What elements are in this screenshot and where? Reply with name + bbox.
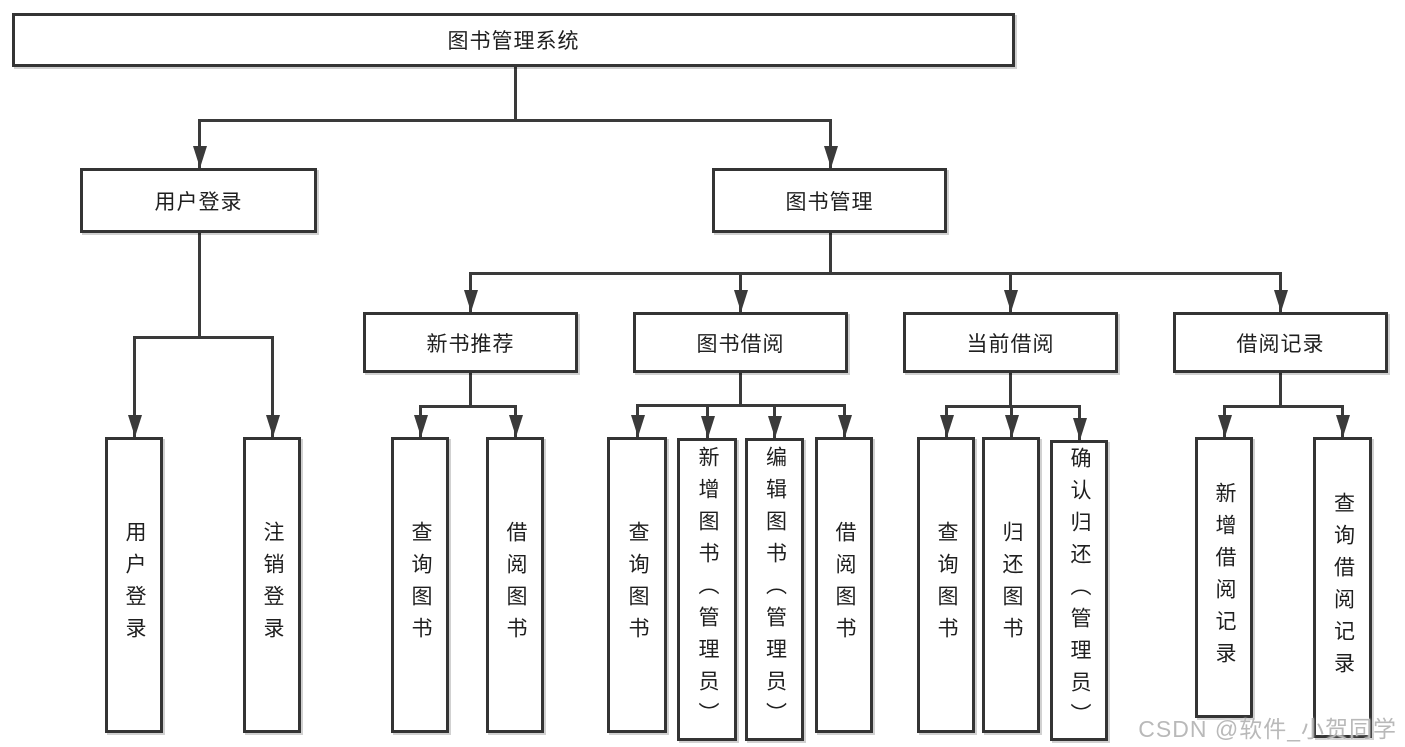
- leaf-edit-books-admin: 编辑图书（管理员）: [745, 438, 804, 741]
- arrowhead-down-icon: [940, 415, 954, 437]
- node-book-borrow-label: 图书借阅: [696, 332, 785, 356]
- leaf-label: 编辑图书（管理员）: [763, 445, 787, 734]
- leaf-return-books: 归还图书: [982, 437, 1040, 733]
- node-new-book-recommend-label: 新书推荐: [426, 332, 515, 356]
- leaf-user-login: 用户登录: [105, 437, 163, 733]
- leaf-label: 新增图书（管理员）: [696, 445, 719, 734]
- arrowhead-down-icon: [701, 416, 715, 438]
- leaf-label: 查询图书: [935, 521, 958, 649]
- leaf-label: 确认归还（管理员）: [1068, 446, 1091, 735]
- leaf-label: 用户登录: [123, 521, 146, 649]
- connector-line: [829, 119, 832, 168]
- leaf-query-books-current: 查询图书: [917, 437, 975, 733]
- node-user-login: 用户登录: [80, 168, 317, 233]
- connector-line: [1279, 373, 1282, 405]
- arrowhead-down-icon: [1073, 418, 1087, 440]
- connector-line: [271, 336, 274, 437]
- leaf-label: 查询图书: [626, 521, 649, 649]
- connector-line: [945, 405, 1081, 408]
- connector-line: [419, 405, 517, 408]
- arrowhead-down-icon: [509, 415, 523, 437]
- arrowhead-down-icon: [1004, 290, 1018, 312]
- leaf-confirm-return-admin: 确认归还（管理员）: [1050, 440, 1108, 741]
- node-book-management: 图书管理: [712, 168, 947, 233]
- leaf-borrow-books-recommend: 借阅图书: [486, 437, 544, 733]
- arrowhead-down-icon: [838, 415, 852, 437]
- arrowhead-down-icon: [193, 146, 207, 168]
- connector-line: [198, 119, 832, 122]
- connector-line: [198, 119, 201, 168]
- arrowhead-down-icon: [414, 415, 428, 437]
- csdn-watermark: CSDN @软件_小贺同学: [1138, 716, 1397, 742]
- connector-line: [636, 404, 846, 407]
- leaf-query-books-borrow: 查询图书: [607, 437, 667, 733]
- node-borrow-records: 借阅记录: [1173, 312, 1388, 373]
- connector-line: [198, 233, 201, 337]
- arrowhead-down-icon: [1005, 415, 1019, 437]
- node-current-borrow: 当前借阅: [903, 312, 1118, 373]
- connector-line: [739, 373, 742, 404]
- leaf-label: 新增借阅记录: [1213, 481, 1236, 674]
- leaf-add-borrow-record: 新增借阅记录: [1195, 437, 1253, 718]
- arrowhead-down-icon: [631, 415, 645, 437]
- leaf-label: 归还图书: [1000, 521, 1023, 649]
- arrowhead-down-icon: [1218, 415, 1232, 437]
- leaf-query-books-recommend: 查询图书: [391, 437, 449, 733]
- arrowhead-down-icon: [824, 146, 838, 168]
- connector-line: [1009, 373, 1012, 405]
- node-new-book-recommend: 新书推荐: [363, 312, 578, 373]
- leaf-label: 借阅图书: [504, 521, 527, 649]
- connector-line: [133, 336, 136, 437]
- node-root: 图书管理系统: [12, 13, 1015, 67]
- node-book-management-label: 图书管理: [785, 190, 874, 214]
- leaf-add-books-admin: 新增图书（管理员）: [677, 438, 737, 741]
- arrowhead-down-icon: [1274, 290, 1288, 312]
- connector-line: [469, 272, 1282, 275]
- arrowhead-down-icon: [128, 415, 142, 437]
- leaf-query-borrow-record: 查询借阅记录: [1313, 437, 1372, 738]
- arrowhead-down-icon: [266, 415, 280, 437]
- leaf-label: 借阅图书: [833, 521, 856, 649]
- connector-line: [469, 373, 472, 405]
- connector-line: [514, 67, 517, 119]
- leaf-logout: 注销登录: [243, 437, 301, 733]
- arrowhead-down-icon: [768, 416, 782, 438]
- node-current-borrow-label: 当前借阅: [966, 332, 1055, 356]
- leaf-borrow-books: 借阅图书: [815, 437, 873, 733]
- connector-line: [1223, 405, 1344, 408]
- arrowhead-down-icon: [734, 290, 748, 312]
- node-root-label: 图书管理系统: [447, 30, 580, 53]
- node-borrow-records-label: 借阅记录: [1236, 332, 1325, 356]
- node-user-login-label: 用户登录: [154, 190, 243, 214]
- node-book-borrow: 图书借阅: [633, 312, 848, 373]
- connector-line: [829, 233, 832, 272]
- leaf-label: 查询借阅记录: [1331, 491, 1355, 684]
- arrowhead-down-icon: [464, 290, 478, 312]
- leaf-label: 查询图书: [409, 521, 432, 649]
- arrowhead-down-icon: [1336, 415, 1350, 437]
- leaf-label: 注销登录: [261, 521, 284, 649]
- connector-line: [133, 336, 274, 339]
